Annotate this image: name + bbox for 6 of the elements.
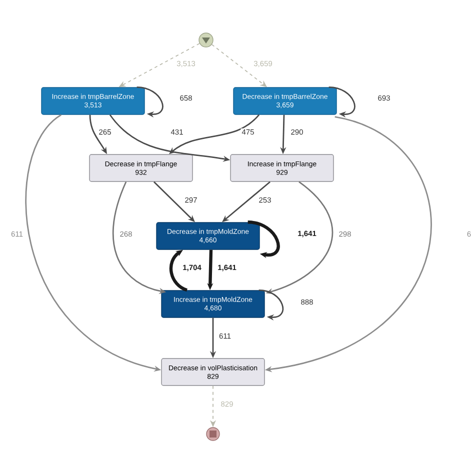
end-circle <box>206 427 220 441</box>
start-circle <box>198 32 214 48</box>
arrow <box>258 289 284 321</box>
arrow <box>136 86 164 118</box>
arrow <box>248 220 280 258</box>
arrow <box>328 86 356 118</box>
